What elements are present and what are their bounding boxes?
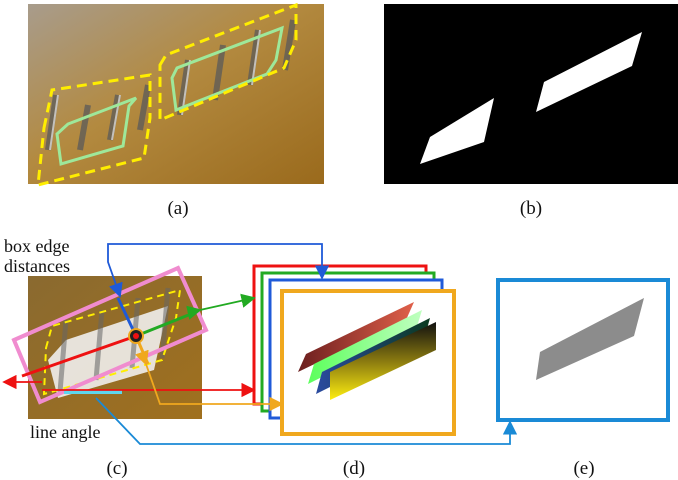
slab-yellow [330, 322, 436, 400]
panel-c-crop [11, 265, 209, 419]
rotated-box-left [36, 73, 152, 187]
arrow-orange [135, 349, 284, 412]
mask-region-right [536, 32, 642, 112]
panel-e-output [496, 278, 670, 422]
crop-rotated-box [42, 288, 182, 396]
distance-line-red [21, 334, 137, 378]
distance-line-green [135, 310, 197, 338]
panel-b-mask [384, 4, 678, 184]
label-box-edge-line2: distances [4, 256, 70, 276]
detection-box-left [55, 96, 138, 166]
rotated-box-right [158, 2, 298, 123]
arrow-blue-to-center [107, 252, 123, 298]
caption-e: (e) [573, 458, 594, 479]
slab-red [298, 302, 414, 372]
panel-a-photo [28, 2, 324, 187]
detection-box-right [170, 25, 284, 113]
output-mask-region [536, 298, 644, 380]
caption-d: (d) [343, 458, 365, 479]
arrow-green-double [186, 293, 256, 320]
caption-c: (c) [106, 458, 127, 479]
caption-a: (a) [167, 198, 188, 219]
panel-d-feature-maps [252, 264, 456, 436]
mask-region-left [420, 98, 494, 164]
label-line-angle: line angle [30, 422, 100, 442]
arrow-line-angle-to-output [95, 397, 518, 445]
arrow-blue-to-map [107, 243, 330, 280]
label-box-edge-line1: box edge [4, 236, 69, 256]
caption-b: (b) [520, 198, 542, 219]
